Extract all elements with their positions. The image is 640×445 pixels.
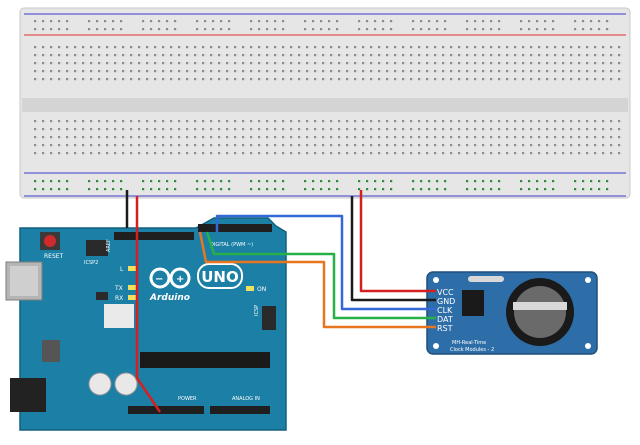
rtc-title-line1: MH-Real-Time xyxy=(452,340,486,346)
wire-blue-rtc-clk xyxy=(215,214,436,311)
wires xyxy=(125,190,436,413)
icsp-label: ICSP xyxy=(254,305,260,316)
atmega-chip xyxy=(140,352,270,368)
digital-label: DIGITAL (PWM ~) xyxy=(210,242,253,248)
icsp2-header xyxy=(86,240,108,256)
arduino-uno-board: RESET ICSP2 L TX RX − + UNO Arduino ON A… xyxy=(5,217,287,431)
analog-header xyxy=(210,406,270,414)
l-label: L xyxy=(120,266,124,273)
capacitor-1 xyxy=(88,372,112,396)
power-label: POWER xyxy=(178,396,197,402)
svg-text:+: + xyxy=(176,274,184,285)
rtc-pin-label: GND xyxy=(437,297,455,306)
arduino-logo: − + xyxy=(149,267,191,289)
rtc-pin-labels: VCC GND CLK DAT RST xyxy=(437,288,455,333)
rx-label: RX xyxy=(115,295,123,302)
capacitor-2 xyxy=(114,372,138,396)
rtc-crystal xyxy=(468,276,504,282)
tx-label: TX xyxy=(114,285,123,292)
power-header xyxy=(128,406,204,414)
icsp-header xyxy=(262,306,276,330)
digital-header-left xyxy=(114,232,194,240)
on-label: ON xyxy=(257,286,266,293)
breadboard-holes xyxy=(34,20,621,191)
rtc-pin-label: VCC xyxy=(437,288,454,297)
power-jack xyxy=(10,378,46,412)
wire-red-rtc-vcc xyxy=(359,190,436,293)
model-label: UNO xyxy=(201,268,239,286)
wire-orange-rtc-rst xyxy=(198,231,436,329)
analog-label: ANALOG IN xyxy=(232,396,260,402)
rtc-module: VCC GND CLK DAT RST MH-Real-Time Clock M… xyxy=(426,271,598,355)
rtc-title-line2: Clock Modules - 2 xyxy=(450,347,494,353)
uno-badge xyxy=(197,263,243,289)
svg-text:−: − xyxy=(155,274,163,285)
rtc-pin-label: CLK xyxy=(437,306,453,315)
voltage-regulator xyxy=(42,340,60,362)
wire-red-arduino-5v xyxy=(135,196,162,413)
crystal-oscillator xyxy=(104,304,134,328)
breadboard xyxy=(19,7,631,199)
digital-header-right xyxy=(198,224,272,232)
wire-green-rtc-dat xyxy=(205,231,436,320)
reset-label: RESET xyxy=(44,253,64,260)
ds1302-chip xyxy=(462,290,484,316)
aref-label: AREF xyxy=(106,239,112,252)
wire-black-rtc-gnd xyxy=(350,196,436,302)
icsp2-label: ICSP2 xyxy=(84,260,98,266)
rtc-pin-label: RST xyxy=(437,324,453,333)
rtc-pin-label: DAT xyxy=(437,315,453,324)
breadboard-center-channel xyxy=(22,98,628,112)
brand-label: Arduino xyxy=(149,293,190,303)
